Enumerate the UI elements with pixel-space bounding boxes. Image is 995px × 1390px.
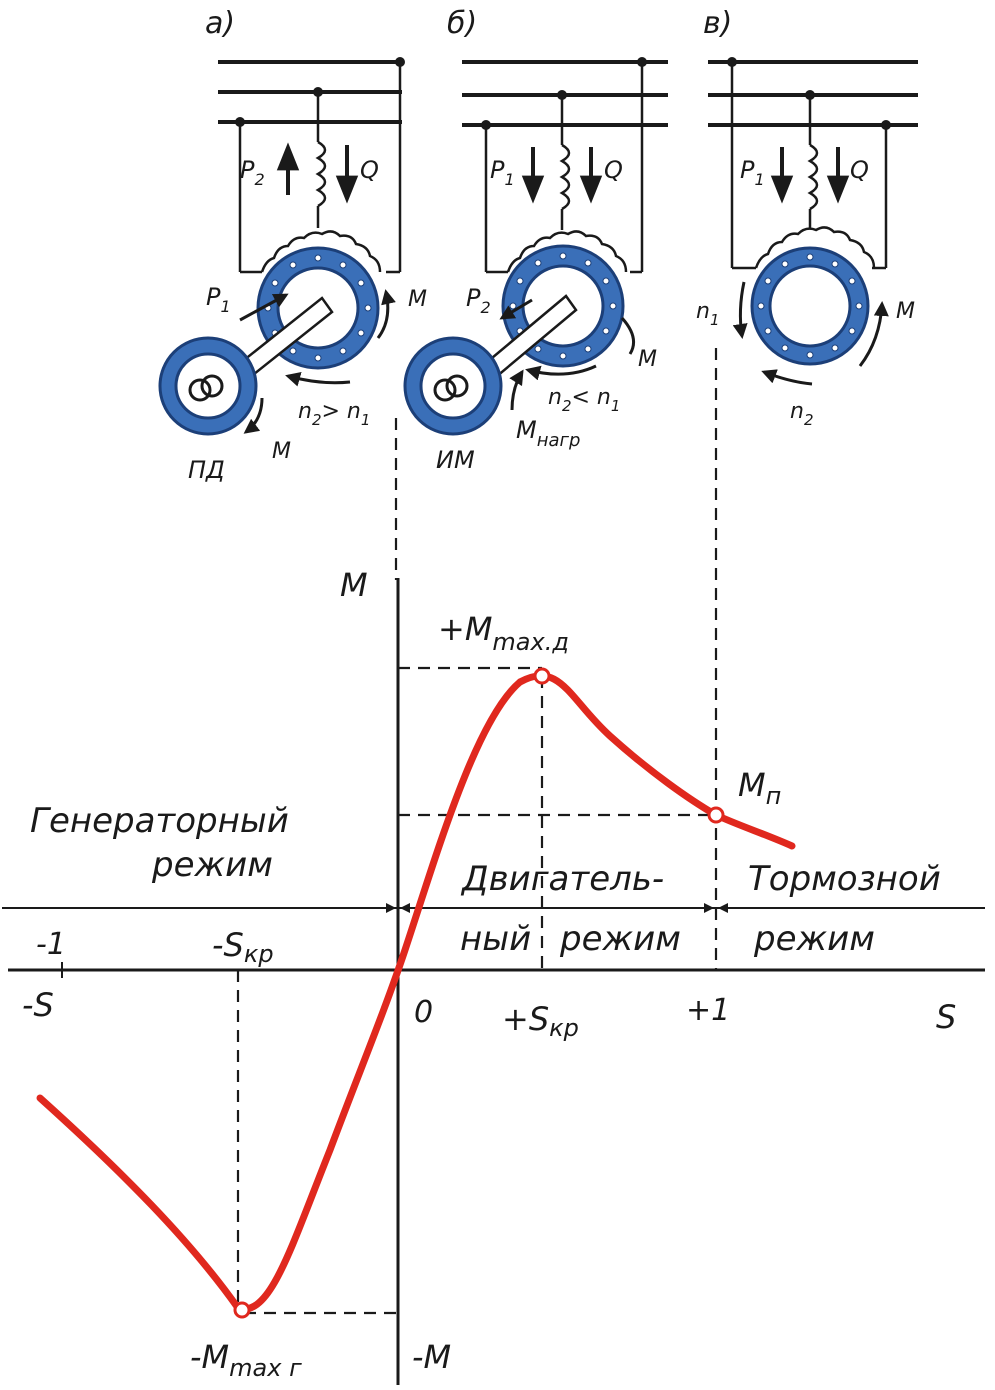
n-relation-b: n2< n1	[548, 385, 620, 415]
m-label-a: M	[408, 287, 427, 312]
m-label-c: M	[896, 299, 915, 324]
svg-text:P2: P2	[466, 284, 491, 317]
panel-a-letter: а)	[205, 6, 235, 41]
n2-label-c: n2	[790, 399, 814, 429]
point-mp	[707, 806, 725, 824]
n-relation-a: n2> n1	[298, 399, 370, 429]
torque-slip-curve	[36, 672, 796, 1313]
y-axis-neg-label: -M	[412, 1338, 451, 1376]
panel-c-letter: в)	[703, 6, 732, 41]
y-axis-label: M	[340, 566, 368, 604]
drive-label: ПД	[188, 456, 225, 484]
point-mmax-d	[533, 667, 551, 685]
q-label-c: Q	[850, 156, 869, 184]
regime-motor-line1: Двигатель-	[460, 859, 664, 899]
x-axis-label: S	[936, 998, 956, 1036]
regime-generator-line1: Генераторный	[30, 801, 289, 841]
s-kr-pos-label: +Sкр	[502, 1000, 579, 1042]
reactor-coil-c	[807, 143, 819, 211]
q-label-a: Q	[360, 156, 379, 184]
s-kr-neg-label: -Sкр	[212, 926, 274, 968]
q-label-b: Q	[604, 156, 623, 184]
regime-brake-line1: Тормозной	[748, 859, 941, 899]
torque-slip-graph: M -M S -S 0 +1 -1 +Sкр -Sкр +Mmax.д -Mma…	[2, 348, 985, 1385]
load-label: ИМ	[436, 446, 475, 474]
panel-c-brake: в) P1 Q n1 M n2	[696, 6, 918, 429]
m-max-g-label: -Mmax г	[190, 1338, 302, 1382]
m-max-d-label: +Mmax.д	[438, 610, 569, 656]
m-load-label: Mнагр	[516, 416, 580, 451]
panel-b-motor: б) P1 Q P2	[403, 6, 668, 474]
panel-a-generator: а)	[158, 6, 427, 484]
plus-one-label: +1	[686, 993, 730, 1028]
minus-one-label: -1	[36, 927, 66, 962]
svg-text:P1: P1	[490, 156, 515, 189]
panel-b-letter: б)	[447, 6, 477, 41]
reactor-coil-b	[559, 143, 571, 211]
regime-brake-line2: режим	[753, 919, 875, 959]
m-label-b: M	[638, 347, 657, 372]
n1-label-c: n1	[696, 299, 720, 329]
svg-text:P2: P2	[240, 156, 265, 189]
x-axis-neg-label: -S	[22, 986, 54, 1024]
m-p-label: Mп	[738, 766, 781, 810]
regime-motor-line2a: ный	[460, 919, 531, 959]
regime-motor-line2b: режим	[559, 919, 681, 959]
regime-generator-line2: режим	[151, 845, 273, 885]
winding-a	[260, 230, 382, 273]
svg-text:P1: P1	[740, 156, 765, 189]
m-drive-label-a: M	[272, 439, 291, 464]
reactor-coil-a	[315, 140, 327, 208]
origin-label: 0	[414, 995, 433, 1030]
svg-text:P1: P1	[206, 283, 231, 316]
point-mmax-g	[233, 1301, 251, 1319]
